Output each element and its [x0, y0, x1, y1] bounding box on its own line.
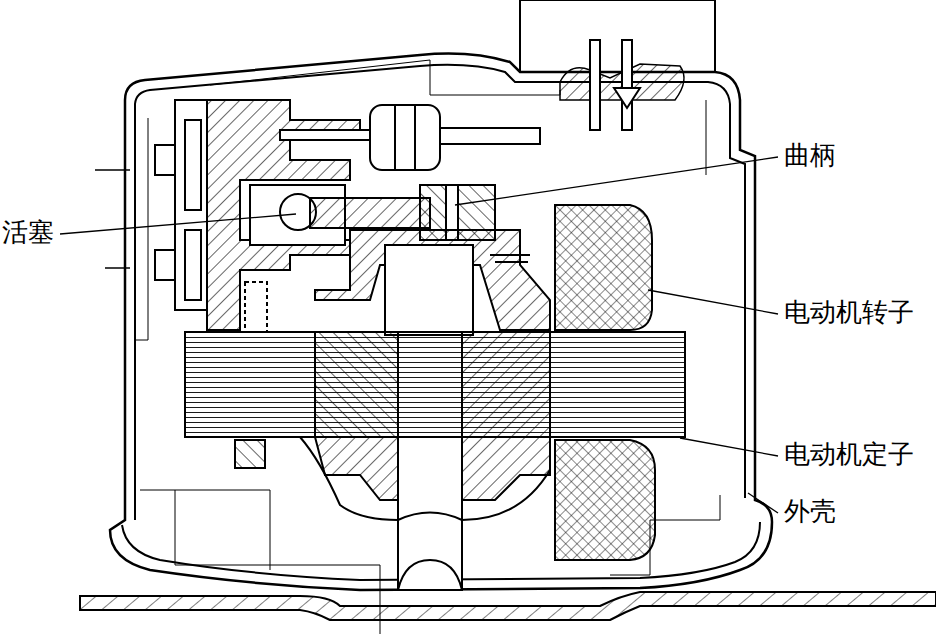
part-label: 曲柄 [784, 141, 836, 171]
part-label: 活塞 [2, 218, 54, 248]
part-label: 外壳 [784, 497, 836, 527]
part-label: 电动机定子 [784, 440, 914, 470]
part-label: 电动机转子 [784, 298, 914, 328]
leader-lines [60, 157, 778, 513]
